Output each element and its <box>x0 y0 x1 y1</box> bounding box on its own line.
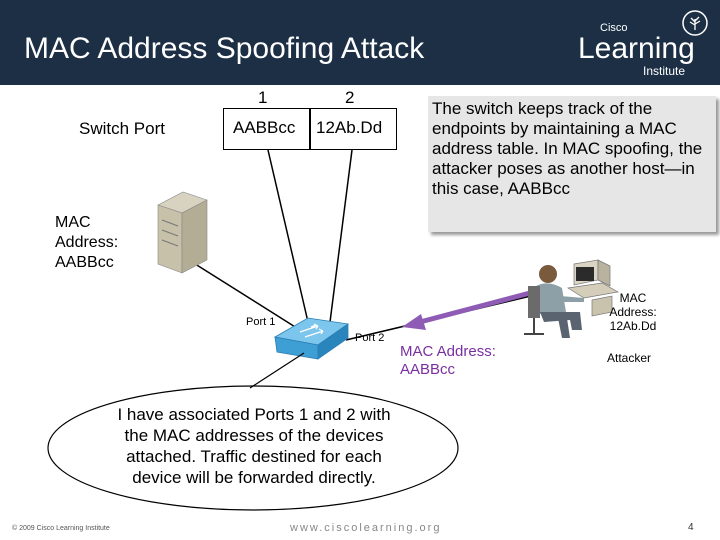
attacker-icon <box>524 259 620 338</box>
logo-word: Learning <box>578 32 695 65</box>
footer-url: www.ciscolearning.org <box>290 522 442 534</box>
speech-bubble <box>47 352 459 511</box>
page-number: 4 <box>688 522 694 533</box>
description-box: The switch keeps track of the endpoints … <box>428 96 716 232</box>
table-col-2: 2 <box>345 88 355 107</box>
table-col-1: 1 <box>258 88 268 107</box>
attacker-mac-label: MAC Address: 12Ab.Dd <box>609 291 657 333</box>
table-row-label: Switch Port <box>79 119 165 138</box>
port1-label: Port 1 <box>246 316 276 328</box>
header-bar <box>0 0 720 85</box>
logo-sub: Institute <box>643 64 686 78</box>
bubble-text: I have associated Ports 1 and 2 with the… <box>117 405 391 487</box>
link-server-to-switch <box>191 261 301 331</box>
attacker-label: Attacker <box>607 351 652 365</box>
table-value-1: AABBcc <box>233 118 296 137</box>
logo-brand: Cisco <box>600 22 628 34</box>
table-value-2: 12Ab.Dd <box>316 118 383 137</box>
port2-label: Port 2 <box>355 332 385 344</box>
spoof-mac-label: MAC Address: AABBcc <box>400 343 496 378</box>
switch-icon <box>273 317 350 360</box>
logo-seal-icon <box>682 10 708 36</box>
server-mac-label: MAC Address: AABBcc <box>55 214 119 271</box>
slide-title: MAC Address Spoofing Attack <box>24 32 425 65</box>
table-cell-2 <box>309 108 397 150</box>
table-cell-1 <box>223 108 311 150</box>
server-icon <box>157 191 208 274</box>
footer-copyright: © 2009 Cisco Learning Institute <box>12 525 110 532</box>
link-port2-to-table <box>329 149 353 323</box>
link-port1-to-table <box>267 149 309 323</box>
spoof-arrow-icon <box>402 290 531 330</box>
